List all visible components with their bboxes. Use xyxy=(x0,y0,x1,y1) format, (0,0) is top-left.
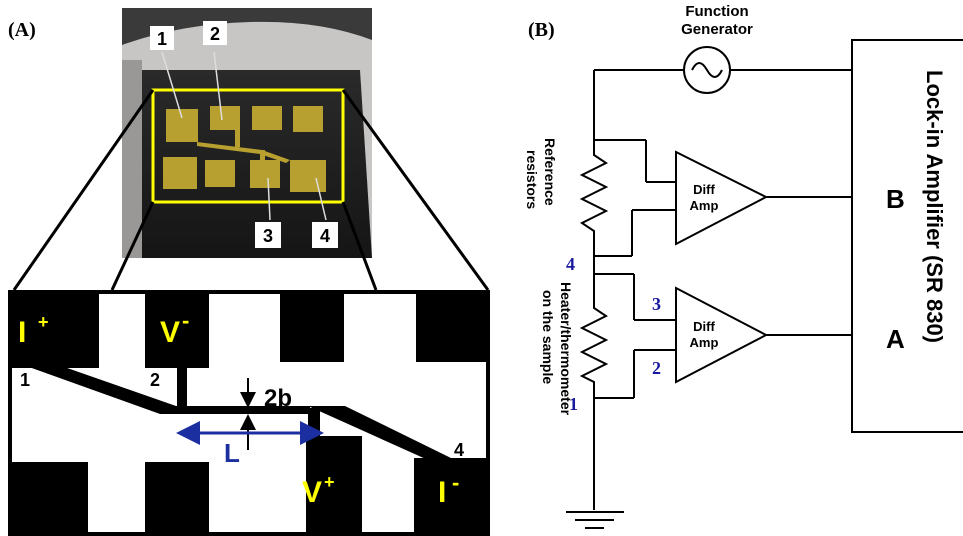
panel-b-label: (B) xyxy=(528,19,555,41)
heater-label-1: Heater/thermometer xyxy=(558,282,574,416)
zoom-box xyxy=(151,88,345,204)
sample-photo: 1 2 3 4 xyxy=(122,8,372,258)
pattern-node-2: 2 xyxy=(150,370,160,390)
label-i-minus-sup: - xyxy=(452,470,459,495)
reference-resistors-label-1: Reference xyxy=(542,138,558,206)
photo-label-1: 1 xyxy=(157,29,167,49)
reference-resistors-label-2: resistors xyxy=(524,150,540,209)
lockin-label: Lock-in Amplifier (SR 830) xyxy=(922,70,947,343)
diff-amp-bottom xyxy=(675,286,769,384)
pattern-node-1: 1 xyxy=(20,370,30,390)
label-i-minus: I xyxy=(438,476,446,509)
function-generator-label-2: Generator xyxy=(681,21,753,38)
diff-amp-top xyxy=(675,150,769,246)
circuit-node-3: 3 xyxy=(652,294,661,314)
label-i-plus: I xyxy=(18,316,26,349)
circuit-node-2: 2 xyxy=(652,358,661,378)
label-v-plus-sup: + xyxy=(324,472,335,492)
zoom-lines xyxy=(12,89,490,291)
label-i-plus-sup: + xyxy=(38,312,49,332)
photo-label-2: 2 xyxy=(210,24,220,44)
photo-label-3: 3 xyxy=(263,226,273,246)
diff-amp-bottom-label-1: Diff xyxy=(693,319,715,334)
length-label: L xyxy=(224,438,240,468)
width-label: 2b xyxy=(264,385,292,412)
diff-amp-bottom-label-2: Amp xyxy=(690,335,719,350)
electrode-pattern: I + V - V + I - 1 2 3 4 2b L xyxy=(8,290,490,536)
output-b-label: B xyxy=(886,184,905,214)
circuit-node-1: 1 xyxy=(569,394,578,414)
photo-label-4: 4 xyxy=(320,226,330,246)
heater-label-2: on the sample xyxy=(540,290,556,384)
photo-pads xyxy=(163,106,326,192)
label-v-plus: V xyxy=(302,476,322,509)
function-generator-symbol xyxy=(683,46,731,94)
label-v-minus-sup: - xyxy=(182,308,189,333)
panel-a-label: (A) xyxy=(8,19,36,41)
circuit-node-4: 4 xyxy=(566,254,575,274)
circuit-wires xyxy=(566,69,852,529)
diff-amp-top-label-2: Amp xyxy=(690,198,719,213)
pattern-node-4: 4 xyxy=(454,440,464,460)
label-v-minus: V xyxy=(160,316,180,349)
output-a-label: A xyxy=(886,324,905,354)
lockin-box xyxy=(851,39,963,433)
function-generator-label-1: Function xyxy=(685,3,748,20)
diff-amp-top-label-1: Diff xyxy=(693,182,715,197)
pattern-node-3: 3 xyxy=(330,440,340,460)
